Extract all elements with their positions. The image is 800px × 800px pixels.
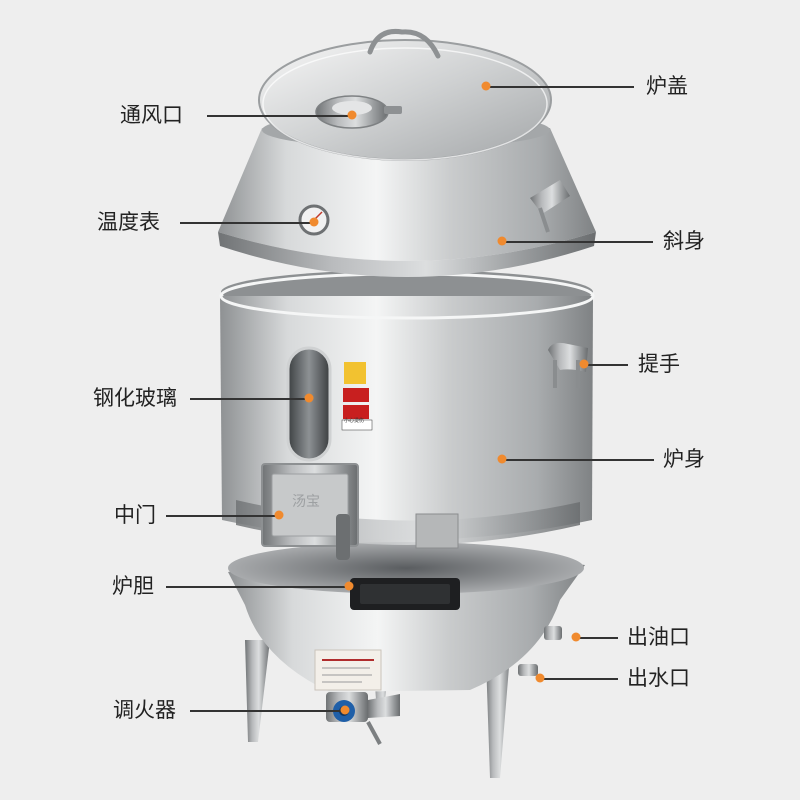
leader-line-vent: [207, 115, 351, 117]
marker-dot-middle-door: [274, 510, 284, 520]
leader-line-middle-door: [166, 515, 278, 517]
callout-thermometer: 温度表: [97, 210, 160, 234]
door-logo: 汤宝: [292, 494, 320, 510]
callout-tempered-glass: 钢化玻璃: [93, 386, 177, 410]
leader-line-handle: [584, 364, 628, 366]
leader-line-water-outlet: [540, 678, 618, 680]
callout-regulator: 调火器: [113, 698, 176, 722]
callout-handle: 提手: [638, 352, 680, 376]
marker-dot-body: [497, 454, 507, 464]
callout-liner: 炉胆: [112, 574, 154, 598]
marker-dot-liner: [344, 581, 354, 591]
marker-dot-slanted-body: [497, 236, 507, 246]
callout-oil-outlet: 出油口: [627, 625, 690, 649]
leader-line-body: [502, 459, 654, 461]
warning-sticker-text: 小心烫伤: [344, 418, 365, 424]
callout-middle-door: 中门: [114, 503, 156, 527]
leader-line-regulator: [190, 710, 344, 712]
leader-line-slanted-body: [502, 241, 653, 243]
lid: [258, 28, 552, 161]
marker-dot-regulator: [340, 705, 350, 715]
callout-vent: 通风口: [120, 103, 183, 127]
regulator-valve: [326, 692, 400, 745]
marker-dot-thermometer: [309, 217, 319, 227]
callout-body: 炉身: [663, 447, 705, 471]
marker-dot-lid: [481, 81, 491, 91]
leader-line-oil-outlet: [576, 637, 618, 639]
marker-dot-water-outlet: [535, 673, 545, 683]
marker-dot-handle: [579, 359, 589, 369]
base-bowl: [228, 542, 585, 692]
marker-dot-vent: [347, 110, 357, 120]
callout-water-outlet: 出水口: [627, 666, 690, 690]
roaster-body: [219, 270, 595, 560]
marker-dot-oil-outlet: [571, 632, 581, 642]
leader-line-lid: [486, 86, 634, 88]
callout-slanted-body: 斜身: [663, 229, 705, 253]
leader-line-liner: [166, 586, 348, 588]
leader-line-thermometer: [180, 222, 314, 224]
callout-lid: 炉盖: [646, 74, 688, 98]
marker-dot-tempered-glass: [304, 393, 314, 403]
leader-line-tempered-glass: [190, 398, 308, 400]
